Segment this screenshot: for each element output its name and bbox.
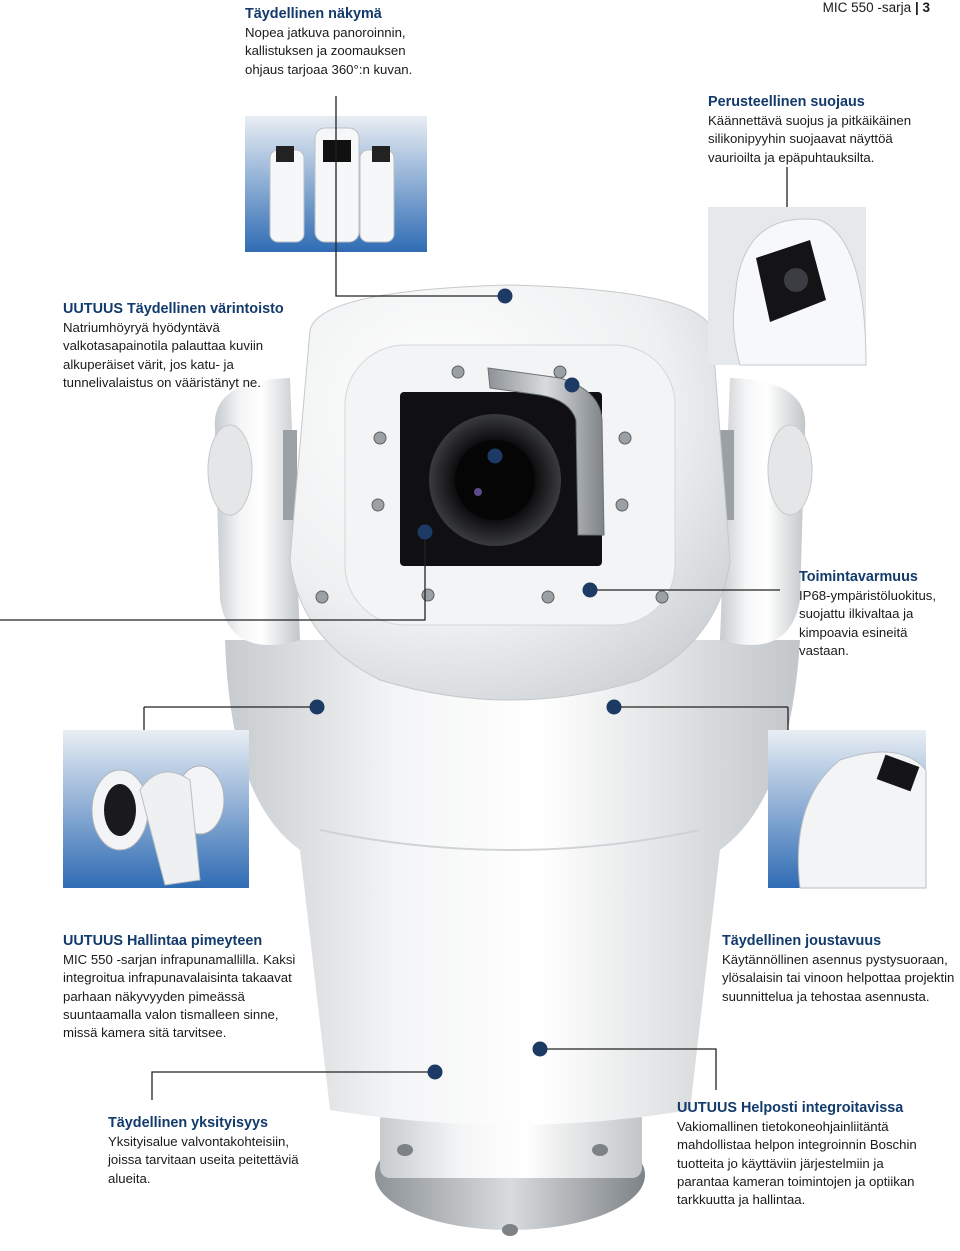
marker-dot <box>487 448 503 464</box>
marker-dot <box>497 288 513 304</box>
feature-color-rendition: UUTUUS Täydellinen värintoisto Natriumhö… <box>63 300 313 392</box>
feature-title: Perusteellinen suojaus <box>708 94 865 110</box>
feature-body: Vakiomallinen tietokoneohjainliitäntä ma… <box>677 1119 917 1208</box>
marker-dot <box>582 582 598 598</box>
inset-photo-infrared <box>63 730 249 888</box>
feature-flexibility: Täydellinen joustavuus Käytännöllinen as… <box>722 932 958 1006</box>
feature-reliability: Toimintavarmuus IP68-ympäristöluokitus, … <box>799 568 959 660</box>
callout-markers <box>309 288 622 1080</box>
feature-title: UUTUUS Täydellinen värintoisto <box>63 301 284 317</box>
marker-dot <box>606 699 622 715</box>
marker-dot <box>564 377 580 393</box>
series-name: MIC 550 -sarja <box>822 0 912 15</box>
leader-lines <box>0 96 789 1100</box>
mount-base <box>375 1110 645 1236</box>
feature-body: MIC 550 -sarjan infrapunamallilla. Kaksi… <box>63 952 296 1041</box>
inset-photo-wiper <box>708 207 867 366</box>
marker-dot <box>532 1041 548 1057</box>
marker-dot <box>309 699 325 715</box>
inset-photo-mounting <box>768 730 927 889</box>
feature-title: Toimintavarmuus <box>799 569 918 585</box>
feature-title: Täydellinen joustavuus <box>722 933 882 949</box>
feature-body: IP68-ympäristöluokitus, suojattu ilkival… <box>799 588 937 658</box>
marker-dot <box>417 524 433 540</box>
feature-body: Käytännöllinen asennus pystysuoraan, ylö… <box>722 952 955 1004</box>
feature-title: UUTUUS Hallintaa pimeyteen <box>63 933 263 949</box>
feature-privacy: Täydellinen yksityisyys Yksityisalue val… <box>108 1114 318 1188</box>
marker-dot <box>427 1064 443 1080</box>
camera-head <box>289 284 731 701</box>
yoke <box>207 378 813 645</box>
page-header: MIC 550 -sarja | 3 <box>823 0 930 15</box>
feature-body: Natriumhöyryä hyödyntävä valkotasapainot… <box>63 320 264 390</box>
feature-body: Yksityisalue valvontakohteisiin, joissa … <box>108 1134 299 1186</box>
feature-full-view: Täydellinen näkymä Nopea jatkuva panoroi… <box>245 5 445 79</box>
feature-title: Täydellinen näkymä <box>245 6 382 22</box>
feature-title: UUTUUS Helposti integroitavissa <box>677 1100 904 1116</box>
feature-night-control: UUTUUS Hallintaa pimeyteen MIC 550 -sarj… <box>63 932 313 1042</box>
pedestal-body <box>225 640 800 1125</box>
header-separator: | <box>914 0 919 15</box>
feature-protection: Perusteellinen suojaus Käännettävä suoju… <box>708 93 958 167</box>
page-number: 3 <box>922 0 930 15</box>
feature-body: Käännettävä suojus ja pitkäikäinen silik… <box>708 113 912 165</box>
feature-integration: UUTUUS Helposti integroitavissa Vakiomal… <box>677 1099 937 1209</box>
feature-body: Nopea jatkuva panoroinnin, kallistuksen … <box>245 25 413 77</box>
feature-title: Täydellinen yksityisyys <box>108 1115 268 1131</box>
